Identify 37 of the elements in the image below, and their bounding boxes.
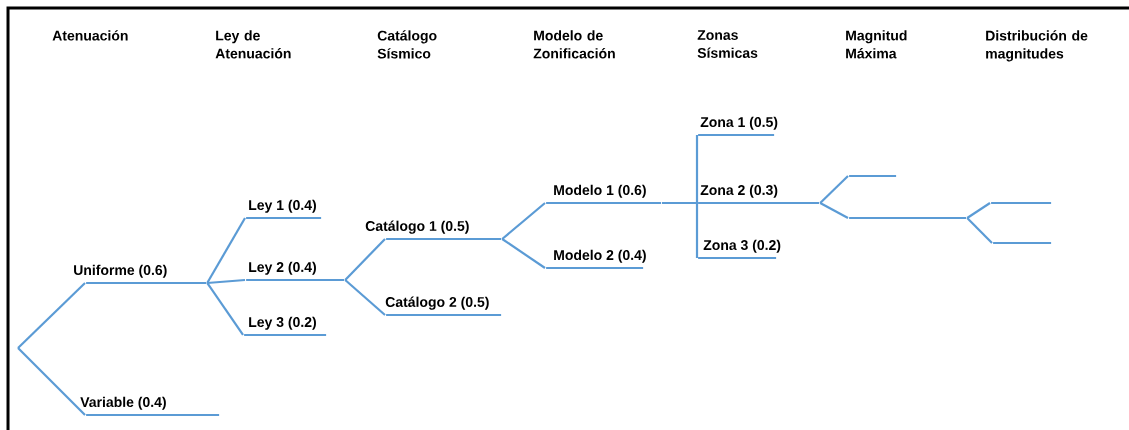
branch-line <box>848 174 898 178</box>
branch-label: Modelo 2 (0.4) <box>545 249 646 270</box>
column-heading: Magnitud Máxima <box>846 30 907 59</box>
column-heading: Atenuación <box>52 30 128 41</box>
branch-connector <box>501 238 546 269</box>
branch-label: Zona 2 (0.3) <box>697 184 821 205</box>
branch-label: Uniforme (0.6) <box>74 264 208 285</box>
branch-connector <box>207 278 246 285</box>
column-heading: Distribución de magnitudes <box>986 30 1088 62</box>
branch-label: Variable (0.4) <box>80 396 221 417</box>
branch-label: Zona 1 (0.5) <box>697 116 778 137</box>
branch-label: Modelo 1 (0.6) <box>545 184 663 205</box>
branch-connector <box>206 282 244 336</box>
branch-label: Catálogo 2 (0.5) <box>385 296 503 317</box>
column-heading: Modelo de Zonificación <box>533 30 615 59</box>
branch-connector <box>17 282 86 349</box>
column-heading: Zonas Sísmicas <box>697 30 758 58</box>
branch-connector <box>206 217 246 284</box>
branch-connector <box>819 175 849 204</box>
branch-connector <box>966 217 993 244</box>
branch-connector <box>344 238 386 281</box>
branch-connector <box>344 279 386 316</box>
branch-connector <box>819 202 849 219</box>
branch-line <box>992 241 1053 245</box>
branch-label: Catálogo 1 (0.5) <box>365 220 503 241</box>
branch-connector <box>662 201 699 258</box>
column-heading: Ley de Atenuación <box>215 30 291 59</box>
branch-connector <box>17 347 86 416</box>
branch-connector <box>966 202 991 219</box>
branch-label: Zona 3 (0.2) <box>697 239 781 260</box>
branch-label: Ley 2 (0.4) <box>245 261 346 282</box>
branch-line <box>848 216 968 220</box>
column-heading: Catálogo Sísmico <box>377 30 437 59</box>
branch-label: Ley 3 (0.2) <box>243 316 328 337</box>
branch-label: Ley 1 (0.4) <box>245 199 323 220</box>
branch-line <box>990 201 1053 205</box>
branch-connector <box>501 202 546 240</box>
